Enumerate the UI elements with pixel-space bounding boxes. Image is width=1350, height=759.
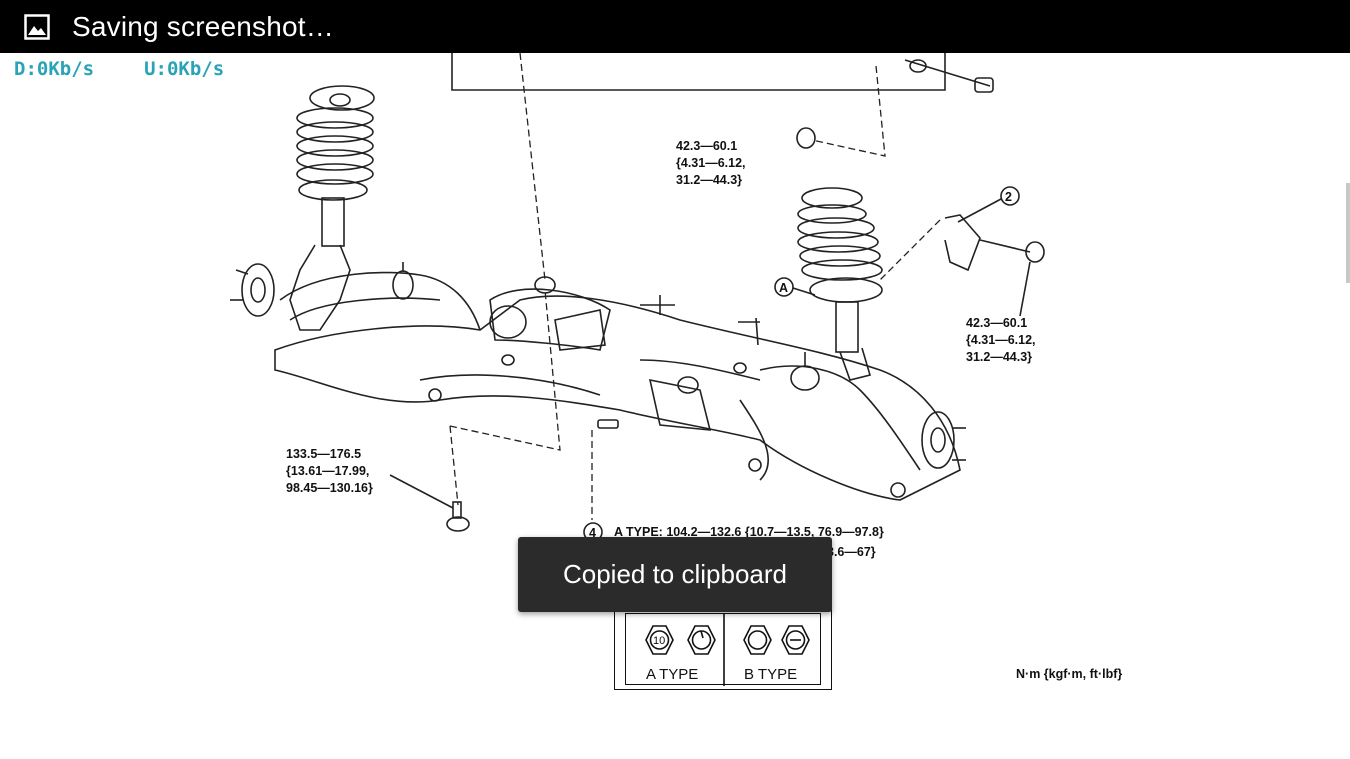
top-torque-3: 31.2—44.3} xyxy=(676,173,742,187)
legend-inner-frame: 10 A TYPE B TYPE xyxy=(625,613,821,686)
suspension-diagram: 2 A 4 42.3—60.1 {4.31—6.12, 31.2—44.3} 4… xyxy=(230,53,1045,559)
left-torque-1: 133.5—176.5 xyxy=(286,447,361,461)
image-icon xyxy=(24,13,50,40)
status-bar: Saving screenshot… xyxy=(0,0,1350,53)
b-type-bolt-hex xyxy=(743,625,772,655)
right-torque-3: 31.2—44.3} xyxy=(966,350,1032,364)
unit-note: N·m {kgf·m, ft·lbf} xyxy=(1016,667,1123,681)
scrollbar[interactable] xyxy=(1346,183,1350,283)
legend-b-type: B TYPE xyxy=(744,666,798,683)
clipboard-toast: Copied to clipboard xyxy=(518,537,832,612)
a-type-bolt-plain xyxy=(687,625,716,655)
a-type-torque: A TYPE: 104.2—132.6 {10.7—13.5, 76.9—97.… xyxy=(614,525,884,539)
top-torque-1: 42.3—60.1 xyxy=(676,139,737,153)
top-inset-frame xyxy=(451,53,946,91)
left-coil-spring xyxy=(289,85,375,331)
status-title: Saving screenshot… xyxy=(72,10,334,42)
toast-message: Copied to clipboard xyxy=(562,559,788,589)
legend-symbols: 10 xyxy=(645,614,810,686)
top-torque-2: {4.31—6.12, xyxy=(676,156,746,170)
right-coil-spring xyxy=(797,187,883,381)
left-torque-3: 98.45—130.16} xyxy=(286,481,373,495)
download-speed: D:0Kb/s xyxy=(14,58,95,80)
subframe xyxy=(274,262,961,501)
callout-4: 4 xyxy=(589,526,596,540)
legend-a-type: A TYPE xyxy=(646,666,699,683)
upload-speed: U:0Kb/s xyxy=(144,58,225,80)
left-torque-2: {13.61—17.99, xyxy=(286,464,369,478)
a-type-bolt-hex xyxy=(645,625,674,655)
bolt-mark-10: 10 xyxy=(653,635,665,647)
b-type-torque: 3.6—67} xyxy=(827,545,876,559)
callout-2: 2 xyxy=(1005,190,1012,204)
network-speed: D:0Kb/s U:0Kb/s xyxy=(14,58,224,80)
bolt-type-legend: 10 A TYPE B TYPE xyxy=(614,608,832,690)
callout-a: A xyxy=(779,281,788,295)
right-torque-1: 42.3—60.1 xyxy=(966,316,1027,330)
right-torque-2: {4.31—6.12, xyxy=(966,333,1036,347)
b-type-bolt-dash xyxy=(781,625,810,655)
